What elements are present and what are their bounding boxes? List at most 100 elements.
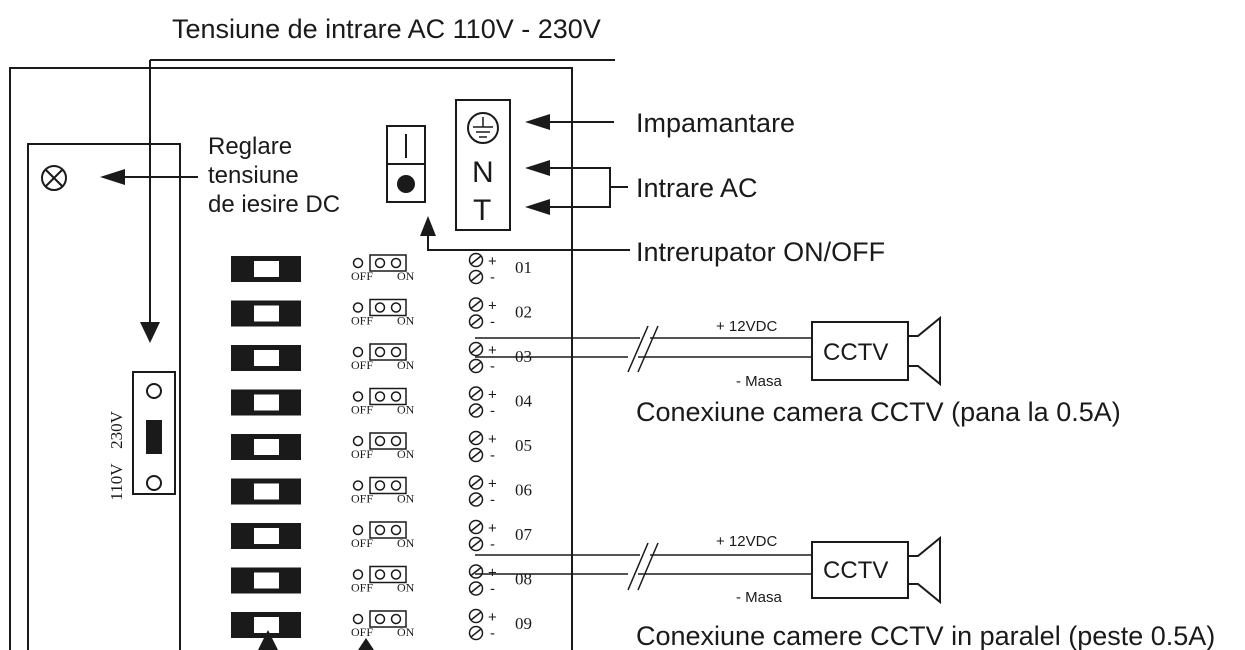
voltage-110-label: 110V bbox=[107, 463, 126, 501]
camera-1-ground-label: - Masa bbox=[736, 373, 783, 390]
terminal-positive[interactable] bbox=[468, 430, 484, 446]
fuse-arrowhead bbox=[258, 630, 278, 650]
terminal-negative[interactable] bbox=[468, 314, 484, 329]
channel-number: 08 bbox=[515, 570, 532, 589]
fuse[interactable] bbox=[231, 256, 301, 282]
terminal-negative[interactable] bbox=[468, 536, 484, 552]
voltage-selector-switch[interactable] bbox=[132, 371, 176, 495]
channel-number: 02 bbox=[515, 303, 532, 322]
earth-arrowhead bbox=[525, 114, 550, 130]
fuse[interactable] bbox=[231, 345, 301, 371]
switch-arrowhead bbox=[420, 216, 436, 236]
switch-label: Intrerupator ON/OFF bbox=[636, 237, 885, 267]
dip-off-label: OFF bbox=[351, 269, 373, 283]
earth-icon bbox=[467, 112, 499, 144]
ac-input-leader bbox=[550, 167, 628, 208]
channel-row: OFF ON +- 05 bbox=[231, 430, 532, 464]
camera-2-name: CCTV bbox=[823, 557, 888, 584]
terminal-negative[interactable] bbox=[468, 358, 484, 374]
terminal-minus-label: - bbox=[490, 492, 495, 509]
dip-arrowhead bbox=[358, 638, 374, 650]
dip-off-label: OFF bbox=[351, 358, 373, 372]
line-terminal-label: T bbox=[473, 194, 491, 227]
camera-1-name: CCTV bbox=[823, 339, 888, 366]
dc-adjust-label-line3: de iesire DC bbox=[208, 191, 340, 218]
terminal-minus-label: - bbox=[490, 269, 495, 286]
terminal-positive[interactable] bbox=[468, 519, 484, 535]
channel-number: 09 bbox=[515, 614, 532, 633]
fuse[interactable] bbox=[231, 612, 301, 638]
dip-off-label: OFF bbox=[351, 492, 373, 506]
terminal-plus-label: + bbox=[488, 342, 497, 359]
terminal-plus-label: + bbox=[488, 520, 497, 537]
terminal-negative[interactable] bbox=[468, 447, 484, 463]
camera-1-positive-label: + 12VDC bbox=[716, 318, 777, 335]
channel-number: 06 bbox=[515, 481, 532, 500]
terminal-negative[interactable] bbox=[468, 269, 484, 285]
dip-on-label: ON bbox=[397, 581, 415, 595]
terminal-positive[interactable] bbox=[468, 608, 484, 624]
dip-switch[interactable]: OFF ON bbox=[351, 343, 415, 372]
terminal-negative[interactable] bbox=[468, 492, 484, 507]
terminal-negative[interactable] bbox=[468, 403, 484, 418]
terminal-plus-label: + bbox=[488, 609, 497, 626]
dip-off-label: OFF bbox=[351, 447, 373, 461]
terminal-minus-label: - bbox=[490, 447, 495, 464]
terminal-negative[interactable] bbox=[468, 625, 484, 641]
earth-label: Impamantare bbox=[636, 108, 795, 138]
line-arrowhead bbox=[525, 199, 550, 215]
input-voltage-arrowhead bbox=[140, 322, 160, 343]
dip-off-label: OFF bbox=[351, 314, 373, 328]
power-switch[interactable] bbox=[386, 125, 426, 203]
fuse[interactable] bbox=[231, 523, 301, 549]
camera-1-lens-icon bbox=[907, 315, 941, 387]
terminal-minus-label: - bbox=[490, 625, 495, 642]
dip-off-label: OFF bbox=[351, 581, 373, 595]
terminal-minus-label: - bbox=[490, 314, 495, 331]
dc-adjust-label-line2: tensiune bbox=[208, 162, 299, 189]
terminal-positive[interactable] bbox=[468, 386, 484, 401]
terminal-positive[interactable] bbox=[468, 564, 484, 579]
voltage-230-label: 230V bbox=[107, 410, 126, 449]
fuse[interactable] bbox=[231, 567, 301, 594]
channel-number: 01 bbox=[515, 258, 532, 277]
fuse[interactable] bbox=[231, 434, 301, 460]
fuse[interactable] bbox=[231, 300, 301, 327]
dip-on-label: ON bbox=[397, 403, 415, 417]
channel-number: 05 bbox=[515, 436, 532, 455]
dip-on-label: ON bbox=[397, 358, 415, 372]
dip-on-label: ON bbox=[397, 536, 415, 550]
terminal-negative[interactable] bbox=[468, 581, 484, 596]
fuse[interactable] bbox=[231, 389, 301, 416]
dip-switch[interactable]: OFF ON bbox=[351, 565, 415, 595]
terminal-minus-label: - bbox=[490, 581, 495, 598]
dc-adjust-potentiometer-icon[interactable] bbox=[41, 165, 67, 191]
terminal-plus-label: + bbox=[488, 253, 497, 270]
terminal-minus-label: - bbox=[490, 358, 495, 375]
terminal-positive[interactable] bbox=[468, 341, 484, 357]
camera-single-wiring: CCTV + 12VDC - Masa bbox=[475, 315, 941, 390]
fuse[interactable] bbox=[231, 478, 301, 505]
enclosure-outline bbox=[9, 67, 573, 650]
terminal-plus-label: + bbox=[488, 298, 497, 315]
terminal-positive[interactable] bbox=[468, 252, 484, 268]
terminal-positive[interactable] bbox=[468, 297, 484, 312]
input-voltage-leader bbox=[149, 59, 615, 330]
terminal-plus-label: + bbox=[488, 431, 497, 448]
terminal-positive[interactable] bbox=[468, 475, 484, 490]
dip-on-label: ON bbox=[397, 447, 415, 461]
dip-switch[interactable]: OFF ON bbox=[351, 432, 415, 461]
camera-2-ground-label: - Masa bbox=[736, 589, 783, 606]
dip-off-label: OFF bbox=[351, 625, 373, 639]
